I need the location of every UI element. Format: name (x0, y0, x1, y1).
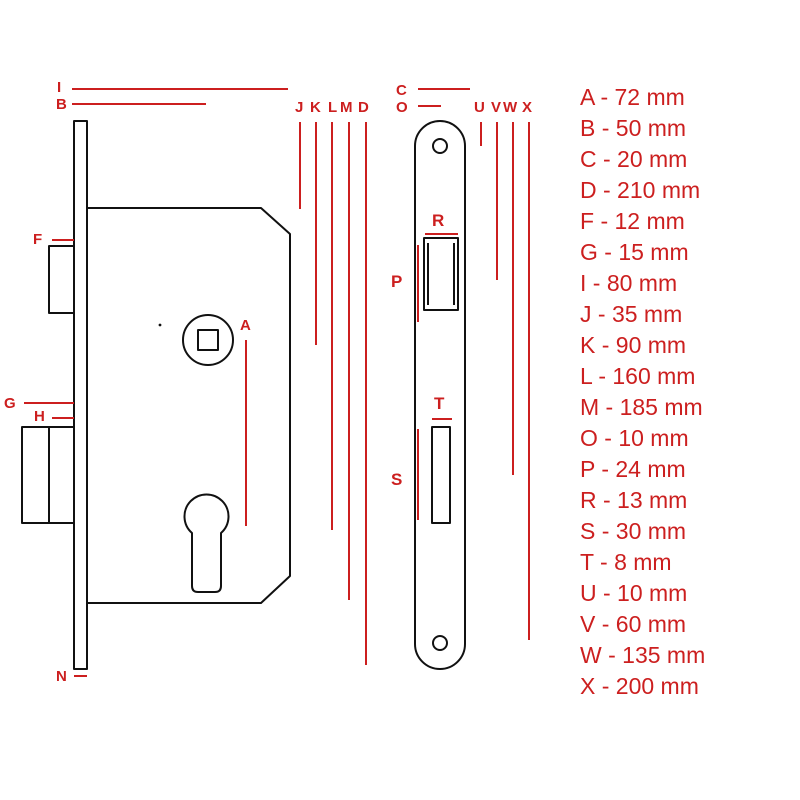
spindle-hub (182, 314, 234, 366)
lock-case-body (86, 207, 291, 604)
spindle-square-hole (197, 329, 219, 351)
cylinder-keyhole (183, 493, 230, 593)
label-u: U (474, 99, 485, 116)
legend-item-w: W - 135 mm (580, 642, 706, 668)
label-d: D (358, 99, 369, 116)
legend-item-r: R - 13 mm (580, 487, 688, 513)
legend-item-l: L - 160 mm (580, 363, 696, 389)
label-n: N (56, 668, 67, 685)
legend-item-i: I - 80 mm (580, 270, 678, 296)
legend-item-a: A - 72 mm (580, 84, 685, 110)
legend-item-s: S - 30 mm (580, 518, 687, 544)
screw-hole-bottom (432, 635, 448, 651)
label-s: S (391, 470, 403, 489)
label-f: F (33, 231, 43, 248)
latch-bolt (48, 245, 75, 314)
label-k: K (310, 99, 321, 116)
screw-hole-top (432, 138, 448, 154)
label-x: X (522, 99, 533, 116)
legend-item-p: P - 24 mm (580, 456, 686, 482)
legend-item-j: J - 35 mm (580, 301, 683, 327)
label-l: L (328, 99, 338, 116)
legend-item-m: M - 185 mm (580, 394, 703, 420)
legend-item-u: U - 10 mm (580, 580, 688, 606)
label-h: H (34, 408, 45, 425)
legend-item-b: B - 50 mm (580, 115, 687, 141)
center-dot (158, 323, 162, 327)
legend-item-t: T - 8 mm (580, 549, 672, 575)
label-t: T (434, 394, 445, 413)
legend-item-c: C - 20 mm (580, 146, 688, 172)
label-c: C (396, 82, 407, 99)
legend-item-f: F - 12 mm (580, 208, 685, 234)
label-r: R (432, 211, 445, 230)
bolt-opening (431, 426, 451, 524)
latch-opening (423, 237, 459, 311)
label-v: V (491, 99, 502, 116)
label-p: P (391, 272, 403, 291)
legend-item-k: K - 90 mm (580, 332, 687, 358)
legend-item-v: V - 60 mm (580, 611, 687, 637)
legend-item-g: G - 15 mm (580, 239, 689, 265)
label-o: O (396, 99, 408, 116)
label-b: B (56, 96, 67, 113)
legend-item-d: D - 210 mm (580, 177, 701, 203)
legend-item-x: X - 200 mm (580, 673, 699, 699)
label-w: W (503, 99, 518, 116)
dimension-legend: A - 72 mm B - 50 mm C - 20 mm D - 210 mm… (580, 82, 705, 702)
faceplate-front (414, 120, 466, 670)
label-a: A (240, 317, 251, 334)
legend-item-o: O - 10 mm (580, 425, 689, 451)
label-g: G (4, 395, 16, 412)
faceplate-side (73, 120, 88, 670)
label-j: J (295, 99, 304, 116)
label-m: M (340, 99, 353, 116)
label-i: I (57, 79, 62, 96)
